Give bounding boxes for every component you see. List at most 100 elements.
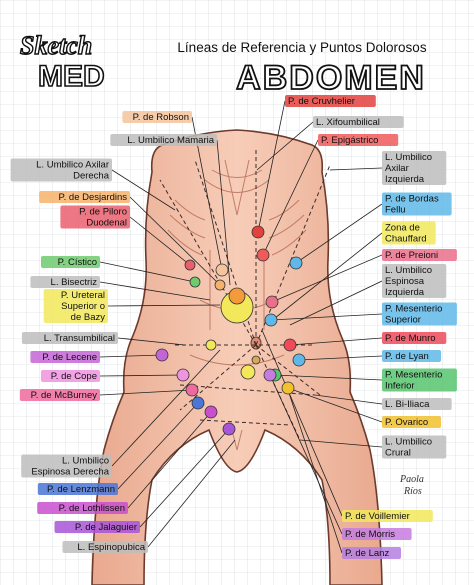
label-bg-cope	[41, 370, 100, 382]
pain-point	[281, 381, 295, 395]
label-text-umbilico-espinosa-izq: Espinosa	[385, 276, 425, 287]
leader-bi-iliaca	[314, 394, 383, 405]
label-text-umbilico-axilar-der: Derecha	[73, 171, 110, 182]
label-bg-jalaguier	[54, 521, 140, 533]
label-voillemier: P. de Voillemier	[342, 510, 433, 522]
pain-point	[289, 256, 303, 270]
label-bg-lyan	[382, 350, 441, 362]
label-bg-bi-iliaca	[382, 398, 452, 410]
leader-epigastrico	[262, 139, 319, 256]
label-bg-lenzmann	[37, 483, 118, 495]
pain-points	[155, 225, 306, 436]
label-bg-umbilico-espinosa-izq	[382, 264, 447, 298]
label-text-mesenterio-sup: P. Mesenterio	[385, 304, 442, 315]
label-desjardins: P. de Desjardins	[39, 191, 131, 203]
label-text-cope: P. de Cope	[51, 371, 97, 382]
label-bg-desjardins	[39, 191, 131, 203]
label-bg-mesenterio-sup	[382, 302, 457, 326]
pain-point	[215, 263, 229, 277]
label-text-jalaguier: P. de Jalaguier	[75, 522, 137, 533]
label-text-umbilico-crural: L. Umbilico	[385, 437, 432, 448]
label-lothlissen: P. de Lothlissen	[37, 502, 129, 514]
label-text-desjardins: P. de Desjardins	[59, 192, 128, 203]
label-bg-transumbilical	[21, 332, 118, 344]
label-bg-munro	[382, 332, 447, 344]
label-ovarico: P. Ovarico	[382, 416, 441, 428]
label-text-umbilico-espinosa-izq: L. Umbilico	[385, 265, 432, 276]
leader-umbilico-espinosa-izq	[289, 280, 383, 326]
label-text-umbilico-espinosa-izq: Izquierda	[385, 287, 425, 298]
label-bg-chauffard	[382, 221, 436, 245]
label-text-bordas: P. de Bordas	[385, 194, 439, 205]
label-text-umbilico-espinosa-der: Espinosa Derecha	[31, 467, 109, 478]
brand-logo: Sketch MED	[19, 30, 105, 94]
brand-line1: Sketch	[20, 31, 92, 60]
pain-point	[283, 338, 297, 352]
label-umbilico-mamaria: L. Umbilico Mamaria	[110, 134, 217, 146]
label-text-ureteral-sup: P. Ureteral	[61, 290, 105, 301]
label-text-epigastrico: P. Epigástrico	[321, 135, 378, 146]
label-lecene: P. de Lecene	[30, 351, 100, 363]
label-bg-voillemier	[342, 510, 433, 522]
leader-munro	[289, 337, 383, 346]
label-bi-iliaca: L. Bi-Iliaca	[382, 398, 452, 410]
label-bg-umbilico-espinosa-der	[21, 454, 113, 478]
label-text-umbilico-crural: Crural	[385, 448, 411, 459]
pain-point	[204, 405, 218, 419]
label-text-lecene: P. de Lecene	[42, 352, 97, 363]
label-cistico: P. Cístico	[41, 256, 100, 268]
label-bg-epigastrico	[318, 134, 399, 146]
torso-illustration	[91, 129, 383, 585]
label-bg-cistico	[41, 256, 100, 268]
pain-point	[251, 225, 265, 239]
leader-umbilico-axilar-der	[111, 169, 176, 211]
label-text-piloro: Duodenal	[86, 218, 127, 229]
leader-ureteral-sup	[107, 304, 221, 307]
pain-point	[256, 248, 270, 262]
pain-point	[214, 279, 226, 291]
label-text-preioni: P. de Preioni	[385, 250, 438, 261]
leader-lenzmann	[117, 402, 199, 490]
label-mcburney: P. de McBurney	[19, 389, 100, 401]
pain-point	[228, 287, 246, 305]
label-bg-umbilico-axilar-der	[10, 158, 113, 182]
pain-point	[240, 364, 256, 380]
leader-ovarico	[287, 387, 383, 423]
leader-lothlissen	[127, 411, 212, 509]
label-bg-preioni	[382, 249, 457, 261]
label-text-umbilico-mamaria: L. Umbilico Mamaria	[127, 135, 214, 146]
leader-umbilico-axilar-izq	[329, 167, 383, 171]
leader-umbilico-mamaria	[216, 139, 231, 286]
leader-mesenterio-sup	[270, 313, 383, 321]
leader-lyan	[298, 355, 383, 361]
label-bg-xifoumbilical	[313, 116, 404, 128]
label-text-lenzmann: P. de Lenzmann	[47, 484, 115, 495]
label-espinopubica: L. Espinopubica	[62, 541, 148, 553]
label-text-cruvhelier: P. de Cruvhelier	[288, 96, 355, 107]
pain-point	[185, 383, 199, 397]
leader-piloro	[129, 216, 191, 266]
label-text-mesenterio-sup: Superior	[385, 315, 421, 326]
label-xifoumbilical: L. Xifoumbilical	[313, 116, 404, 128]
label-text-xifoumbilical: L. Xifoumbilical	[316, 117, 380, 128]
label-bg-cruvhelier	[285, 95, 376, 107]
label-text-piloro: P. de Piloro	[79, 207, 127, 218]
leader-desjardins	[129, 196, 221, 286]
leader-cistico	[99, 261, 196, 283]
leader-chauffard	[269, 232, 383, 323]
label-bg-mcburney	[19, 389, 100, 401]
label-cruvhelier: P. de Cruvhelier	[285, 95, 376, 107]
label-bisectriz: L. Bisectriz	[30, 276, 100, 288]
leader-mcburney	[99, 389, 193, 396]
label-lyan: P. de Lyan	[382, 350, 441, 362]
label-text-transumbilical: L. Transumbilical	[44, 333, 115, 344]
umbilicus	[250, 336, 262, 350]
leader-preioni	[271, 254, 383, 303]
svg-text:Paola: Paola	[399, 474, 424, 485]
label-text-bordas: Fellu	[385, 205, 406, 216]
label-bg-bordas	[382, 192, 452, 216]
label-bg-espinopubica	[62, 541, 148, 553]
